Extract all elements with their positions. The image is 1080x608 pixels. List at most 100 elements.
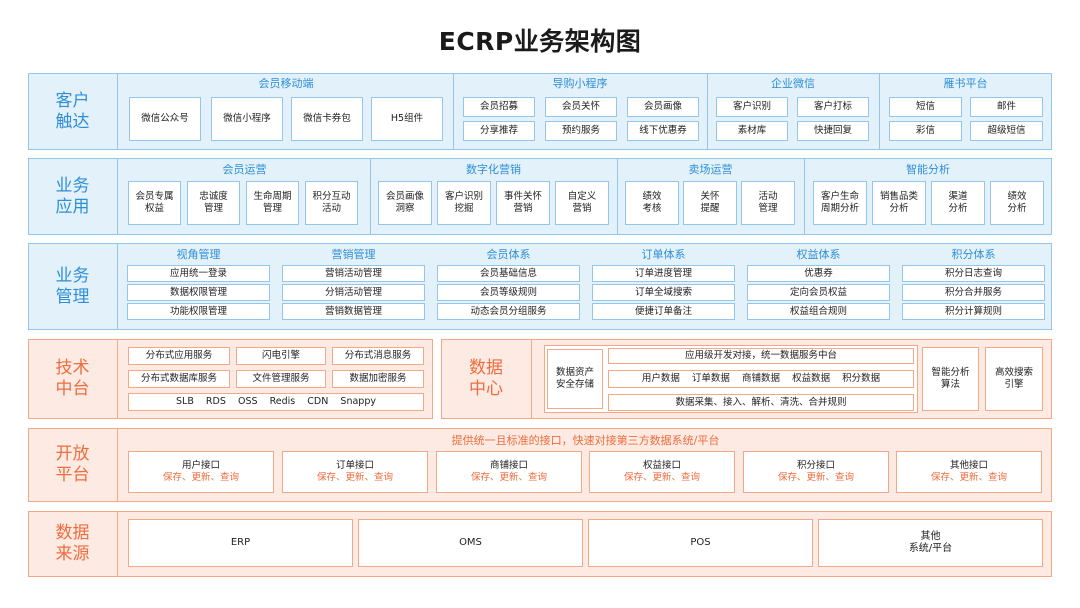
page-title: ECRP业务架构图 — [438, 27, 642, 56]
api-item: 订单接口保存、更新、查询 — [282, 451, 428, 493]
app-item: 会员专属权益 — [128, 181, 181, 225]
tech-item: 文件管理服务 — [236, 370, 326, 388]
divider — [617, 158, 618, 235]
mgmt-item: 积分日志查询 — [902, 265, 1045, 282]
touch-item: H5组件 — [371, 97, 443, 141]
app-item: 客户生命周期分析 — [813, 181, 867, 225]
tech-item: 闪电引擎 — [236, 347, 326, 365]
api-item: 积分接口保存、更新、查询 — [743, 451, 889, 493]
group-title: 订单体系 — [641, 248, 686, 261]
api-name: 用户接口 — [181, 460, 220, 471]
mgmt-item: 便捷订单备注 — [592, 303, 735, 320]
touch-item: 客户打标 — [797, 97, 869, 117]
app-item: 生命周期管理 — [246, 181, 299, 225]
api-operations: 保存、更新、查询 — [777, 472, 854, 483]
analysis-engine: 智能分析算法 — [922, 347, 979, 411]
api-operations: 保存、更新、查询 — [316, 472, 393, 483]
touch-item: 会员招募 — [463, 97, 535, 117]
group-title: 积分体系 — [951, 248, 996, 261]
touch-item: 邮件 — [970, 97, 1043, 117]
api-operations: 保存、更新、查询 — [162, 472, 239, 483]
app-item: 积分互动活动 — [305, 181, 358, 225]
group-title: 数字化营销 — [466, 163, 521, 176]
group-title: 权益体系 — [796, 248, 841, 261]
api-name: 积分接口 — [796, 460, 835, 471]
data-security: 数据资产安全存储 — [547, 349, 603, 409]
open-header: 提供统一且标准的接口，快速对接第三方数据系统/平台 — [451, 434, 720, 447]
group-title: 视角管理 — [176, 248, 221, 261]
touch-item: 微信小程序 — [211, 97, 283, 141]
group-title: 会员运营 — [222, 163, 267, 176]
mgmt-item: 动态会员分组服务 — [437, 303, 580, 320]
app-item: 会员画像洞察 — [378, 181, 432, 225]
group-title: 会员体系 — [486, 248, 531, 261]
data-rules: 数据采集、接入、解析、清洗、合并规则 — [608, 394, 914, 411]
group-title: 雁书平台 — [943, 77, 988, 90]
app-item: 渠道分析 — [931, 181, 985, 225]
touch-item: 会员画像 — [627, 97, 699, 117]
touch-item: 线下优惠券 — [627, 121, 699, 141]
tech-item: 分布式消息服务 — [332, 347, 424, 365]
app-item: 绩效分析 — [990, 181, 1044, 225]
api-item: 商铺接口保存、更新、查询 — [436, 451, 582, 493]
touch-item: 客户识别 — [716, 97, 788, 117]
mgmt-item: 分销活动管理 — [282, 284, 425, 301]
divider — [707, 73, 708, 150]
app-item: 忠诚度管理 — [187, 181, 240, 225]
divider — [879, 73, 880, 150]
mgmt-item: 订单全域搜索 — [592, 284, 735, 301]
mgmt-item: 优惠券 — [747, 265, 890, 282]
api-name: 商铺接口 — [489, 460, 528, 471]
mgmt-item: 会员等级规则 — [437, 284, 580, 301]
mgmt-item: 会员基础信息 — [437, 265, 580, 282]
group-title: 智能分析 — [906, 163, 950, 176]
divider — [370, 158, 371, 235]
data-types: 用户数据 订单数据 商铺数据 权益数据 积分数据 — [608, 370, 914, 388]
mgmt-item: 应用统一登录 — [127, 265, 270, 282]
mgmt-item: 营销活动管理 — [282, 265, 425, 282]
app-item: 客户识别挖掘 — [437, 181, 491, 225]
touch-item: 素材库 — [716, 121, 788, 141]
app-item: 销售品类分析 — [872, 181, 926, 225]
api-operations: 保存、更新、查询 — [930, 472, 1007, 483]
mgmt-item: 营销数据管理 — [282, 303, 425, 320]
source-layer-label: 数据来源 — [28, 511, 118, 577]
group-title: 卖场运营 — [688, 163, 733, 176]
touch-layer-label: 客户触达 — [28, 73, 118, 150]
group-title: 导购小程序 — [552, 77, 608, 90]
mgmt-layer-label: 业务管理 — [28, 243, 118, 330]
touch-item: 分享推荐 — [463, 121, 535, 141]
group-title: 企业微信 — [771, 77, 815, 90]
api-name: 订单接口 — [335, 460, 374, 471]
api-name: 其他接口 — [949, 460, 988, 471]
app-item: 关怀提醒 — [683, 181, 737, 225]
tech-layer-label: 技术中台 — [28, 339, 118, 419]
api-operations: 保存、更新、查询 — [470, 472, 547, 483]
api-item: 其他接口保存、更新、查询 — [896, 451, 1042, 493]
divider — [453, 73, 454, 150]
touch-item: 微信公众号 — [129, 97, 201, 141]
source-item: POS — [588, 519, 813, 567]
touch-item: 超级短信 — [970, 121, 1043, 141]
mgmt-item: 积分计算规则 — [902, 303, 1045, 320]
mgmt-item: 权益组合规则 — [747, 303, 890, 320]
app-layer-label: 业务应用 — [28, 158, 118, 235]
app-item: 事件关怀营销 — [496, 181, 550, 225]
mgmt-item: 定向会员权益 — [747, 284, 890, 301]
source-item: OMS — [358, 519, 583, 567]
tech-item: 分布式应用服务 — [128, 347, 230, 365]
data-center-layer-label: 数据中心 — [441, 339, 532, 419]
source-item: 其他系统/平台 — [818, 519, 1043, 567]
app-item: 活动管理 — [741, 181, 795, 225]
touch-item: 预约服务 — [545, 121, 617, 141]
api-item: 权益接口保存、更新、查询 — [589, 451, 735, 493]
app-item: 自定义营销 — [555, 181, 609, 225]
app-item: 绩效考核 — [625, 181, 679, 225]
touch-item: 彩信 — [889, 121, 962, 141]
api-item: 用户接口保存、更新、查询 — [128, 451, 274, 493]
source-item: ERP — [128, 519, 353, 567]
group-title: 会员移动端 — [258, 77, 314, 90]
mgmt-item: 订单进度管理 — [592, 265, 735, 282]
mgmt-item: 积分合并服务 — [902, 284, 1045, 301]
open-layer-label: 开放平台 — [28, 428, 118, 502]
